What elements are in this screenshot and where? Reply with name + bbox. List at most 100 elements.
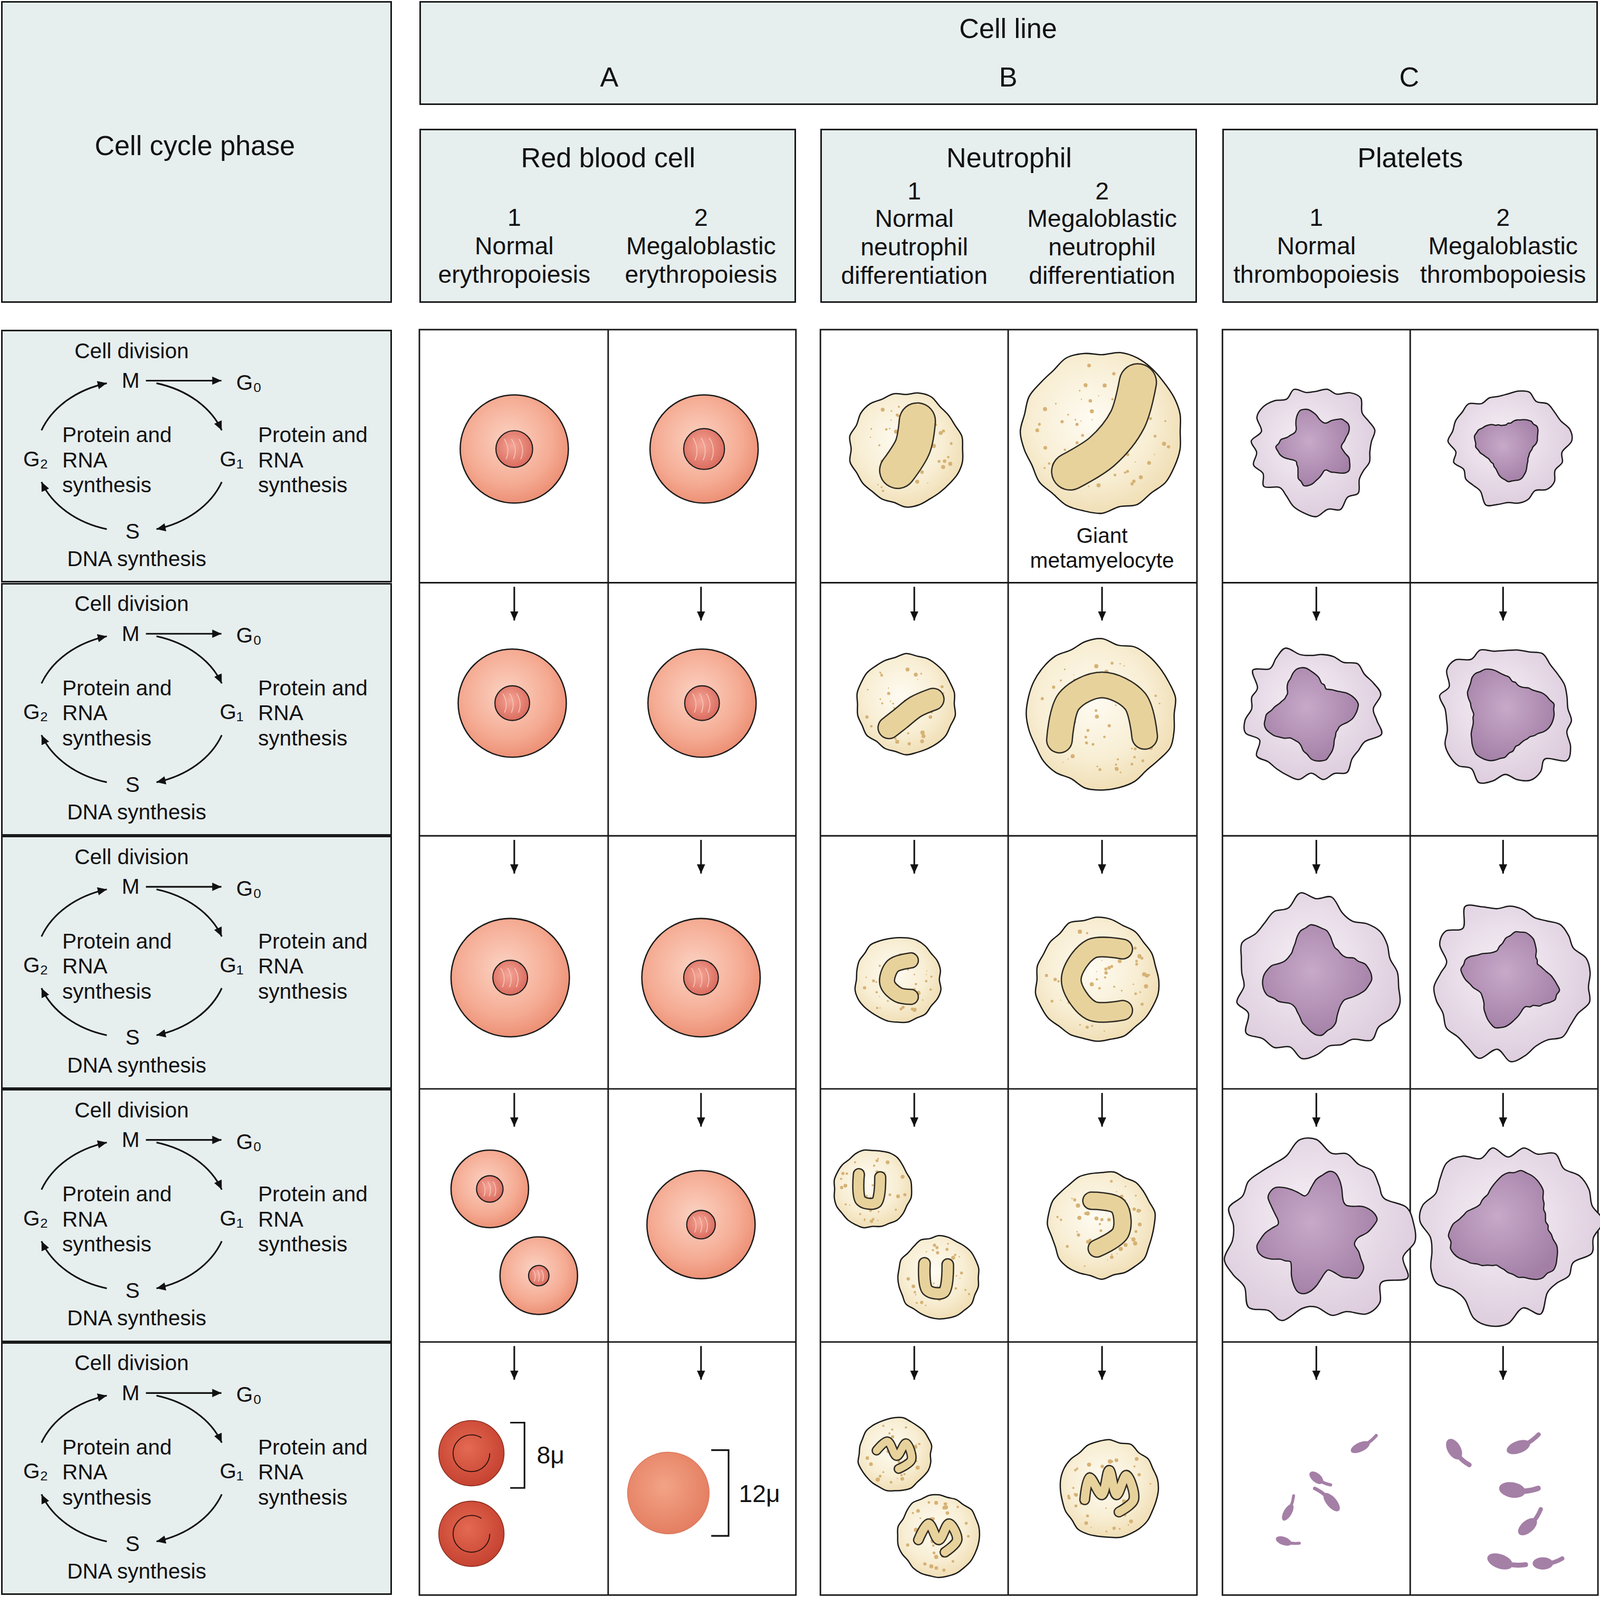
- granule: [1105, 1530, 1108, 1533]
- node-text: G₂: [10, 1205, 62, 1231]
- megakaryocyte: [1439, 649, 1572, 783]
- granule: [926, 970, 928, 972]
- exit-arrow: [146, 1392, 222, 1394]
- nucleus: [686, 1210, 716, 1239]
- node-text: Cell division: [29, 591, 234, 617]
- mature-red-cell: [438, 1500, 505, 1567]
- granule: [882, 1424, 885, 1427]
- cell-body: [1251, 389, 1375, 517]
- exit-arrow: [146, 633, 222, 635]
- granule: [1134, 461, 1136, 463]
- granule: [875, 990, 879, 994]
- node-text: DNA synthesis: [24, 1558, 249, 1584]
- cell-cycle: [41, 633, 223, 782]
- granule: [1076, 1233, 1080, 1237]
- granule: [924, 979, 928, 983]
- granule: [929, 1564, 934, 1569]
- cell-body: [1448, 390, 1573, 506]
- granule: [880, 673, 884, 677]
- nucleus: [1460, 931, 1560, 1028]
- neutrophil: [856, 653, 956, 755]
- granule: [951, 1255, 956, 1260]
- granule: [865, 1455, 870, 1460]
- granule: [912, 1007, 917, 1012]
- granule: [920, 1300, 924, 1305]
- cell-body: [500, 1236, 578, 1315]
- progression-arrow: [1315, 839, 1318, 874]
- granule: [935, 1250, 940, 1254]
- grid-frame: [1222, 329, 1598, 1596]
- granule: [1084, 735, 1088, 739]
- granule: [942, 459, 947, 464]
- granule: [1164, 419, 1167, 423]
- granule: [1077, 929, 1082, 934]
- erythroblast: [649, 395, 759, 504]
- granule: [1074, 418, 1077, 421]
- granule: [889, 1480, 893, 1484]
- granule: [1062, 761, 1064, 763]
- granule: [1124, 471, 1127, 474]
- granule: [1113, 985, 1116, 988]
- macrocyte: [627, 1452, 710, 1535]
- node-text: G₀: [218, 370, 280, 396]
- granule: [1162, 441, 1167, 446]
- granule: [915, 1465, 921, 1470]
- granule: [896, 1477, 898, 1479]
- nucleus: [1467, 668, 1555, 761]
- granule: [889, 700, 891, 703]
- neutrophil: [849, 393, 964, 507]
- granule: [959, 1277, 961, 1279]
- granule: [948, 461, 953, 466]
- node-text: G₂: [10, 1458, 62, 1484]
- granule: [958, 1256, 961, 1258]
- cell-cycle-panel: Cell divisionMG₀Protein and RNA synthesi…: [1, 1342, 392, 1596]
- granule: [887, 687, 889, 689]
- granule: [905, 667, 910, 672]
- node-text: G₁: [206, 952, 258, 978]
- megakaryocyte: [1433, 904, 1590, 1062]
- granule: [1137, 954, 1142, 959]
- granule: [925, 1250, 928, 1253]
- granule: [927, 1500, 931, 1504]
- node-text: Protein and RNA synthesis: [257, 422, 374, 498]
- column-header: Red blood cell1Normal erythropoiesis2Meg…: [419, 128, 797, 304]
- granule: [1063, 448, 1066, 451]
- neutrophil: [855, 937, 942, 1023]
- granule: [1091, 742, 1095, 746]
- granule: [843, 1183, 848, 1188]
- granule: [880, 407, 885, 412]
- platelet-body: [1442, 1435, 1466, 1462]
- chromatin: [705, 968, 710, 988]
- chromatin: [692, 693, 697, 713]
- granule: [841, 1171, 845, 1175]
- platelet: [1497, 1479, 1539, 1502]
- erythroblast: [647, 648, 756, 758]
- granule: [1067, 1494, 1070, 1498]
- nucleus: [683, 428, 725, 469]
- granule: [1107, 1217, 1111, 1222]
- granule: [942, 1568, 946, 1572]
- granule: [939, 430, 944, 436]
- node-text: G₁: [206, 446, 258, 472]
- platelet-body: [1515, 1514, 1541, 1539]
- granule: [890, 1428, 894, 1431]
- cell-body: [858, 1417, 933, 1491]
- granule: [896, 1194, 900, 1199]
- neutrophil: [858, 1417, 933, 1491]
- node-text: A: [578, 61, 640, 94]
- progression-arrow: [1101, 1345, 1104, 1380]
- annotation-label: 8μ: [536, 1441, 619, 1470]
- granule: [1087, 363, 1091, 368]
- chromatin: [482, 1181, 486, 1197]
- chromatin: [514, 968, 519, 988]
- granule: [1109, 1254, 1114, 1259]
- granule: [903, 1472, 906, 1475]
- granule: [1094, 709, 1098, 712]
- granule: [897, 405, 900, 408]
- granule: [955, 1275, 958, 1277]
- granule: [1116, 1252, 1118, 1254]
- granule: [1149, 1482, 1152, 1485]
- granule: [1139, 991, 1142, 993]
- neutrophil: [897, 1494, 980, 1578]
- granule: [1086, 1514, 1090, 1518]
